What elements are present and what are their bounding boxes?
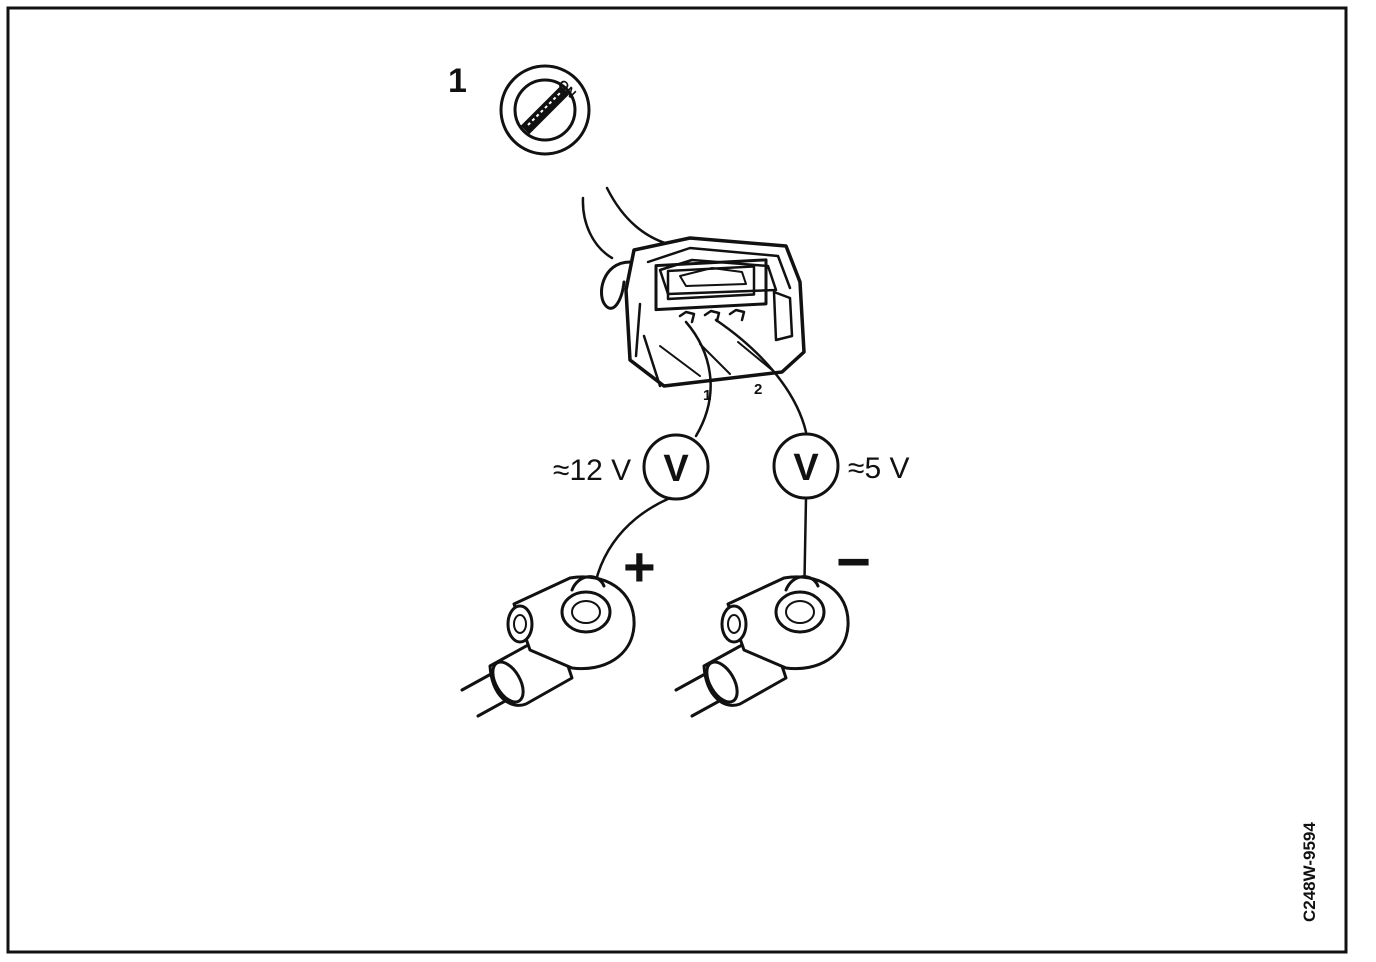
voltmeter-left: V bbox=[642, 433, 710, 501]
reading-right: ≈5 V bbox=[848, 452, 910, 485]
meter-leads-upper bbox=[684, 318, 808, 438]
connector-pin-1-label: 1 bbox=[703, 387, 711, 404]
figure-frame bbox=[6, 6, 1348, 954]
connector-harness bbox=[581, 186, 670, 260]
electrical-connector-icon bbox=[600, 236, 806, 388]
voltmeter-right: V bbox=[772, 432, 840, 500]
voltmeter-left-symbol: V bbox=[663, 448, 689, 490]
positive-sign: + bbox=[623, 535, 656, 598]
voltmeter-icon bbox=[642, 433, 710, 501]
step-number: 1 bbox=[448, 62, 467, 100]
negative-sign: − bbox=[836, 528, 871, 595]
figure-code: C248W-9594 bbox=[1300, 822, 1319, 922]
connector-pin-2-label: 2 bbox=[754, 381, 762, 398]
positive-test-probe-icon bbox=[460, 575, 636, 718]
ignition-key-icon: ON bbox=[499, 64, 591, 156]
negative-test-probe-icon bbox=[674, 575, 850, 718]
voltmeter-right-symbol: V bbox=[793, 447, 819, 489]
reading-left: ≈12 V bbox=[553, 454, 631, 487]
